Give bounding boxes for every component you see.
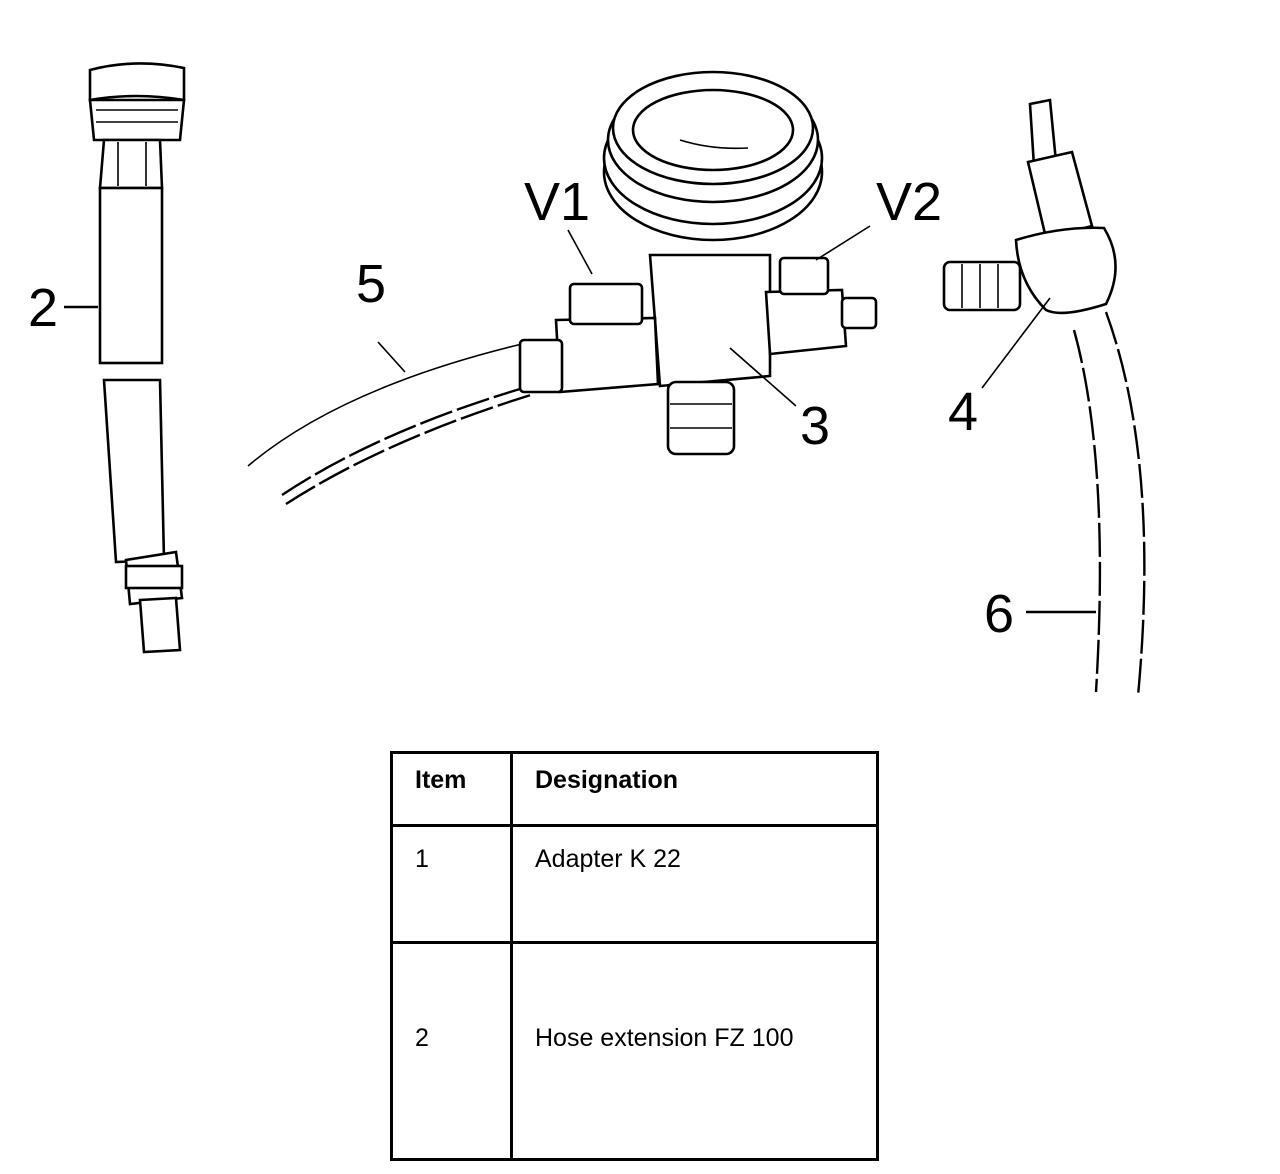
hose-extension-part	[64, 62, 186, 654]
table-row: 1 Adapter K 22	[390, 824, 879, 944]
connecting-hose-part	[247, 341, 535, 506]
legend-item-designation: Adapter K 22	[510, 824, 879, 944]
callout-valve-2: V2	[876, 172, 942, 232]
callout-connecting-hose: 5	[356, 254, 386, 314]
gauge-part	[518, 70, 878, 456]
table-row: 2 Hose extension FZ 100	[390, 941, 879, 1161]
callout-valve-1: V1	[524, 172, 590, 232]
callout-t-piece: 4	[948, 382, 978, 442]
legend-item-number: 2	[390, 941, 513, 1161]
legend-header-designation: Designation	[510, 751, 879, 827]
legend-item-number: 1	[390, 824, 513, 944]
t-piece-part	[942, 98, 1146, 697]
parts-diagram: 2 5 V1 V2 3 4 6	[28, 62, 1146, 697]
legend-item-designation: Hose extension FZ 100	[510, 941, 879, 1161]
legend-table: Item Designation 1 Adapter K 22 2 Hose e…	[390, 751, 879, 1161]
callout-gauge-body: 3	[800, 396, 830, 456]
callout-hose-extension: 2	[28, 278, 58, 338]
legend-header-item: Item	[390, 751, 513, 827]
callout-supply-hose: 6	[984, 584, 1014, 644]
legend-header-row: Item Designation	[390, 751, 879, 827]
